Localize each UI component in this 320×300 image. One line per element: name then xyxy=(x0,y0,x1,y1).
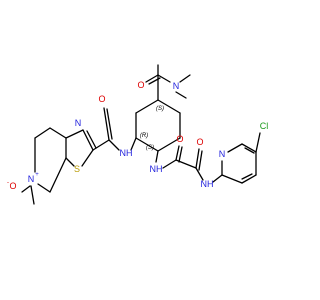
bond-thiazole xyxy=(65,129,84,139)
bond-n-methyl-2 xyxy=(175,91,187,99)
bond-thiazole xyxy=(81,149,94,167)
bond-nh-carbonyl xyxy=(108,139,120,151)
bond-c-nh-pyridine xyxy=(195,167,204,181)
bond-carbonyl-thiazole xyxy=(92,139,110,151)
bond-c-cl xyxy=(255,132,261,153)
bond-c-o-oxal-1 xyxy=(175,145,180,161)
bond-thiazole xyxy=(65,157,75,167)
bond-pyridine xyxy=(241,143,257,153)
bond-pyridine xyxy=(221,174,243,184)
atom-s-thiazole: S xyxy=(74,164,80,174)
atom-n-thiazole: N xyxy=(75,118,82,128)
bond-thpy xyxy=(34,127,51,139)
bond-ring xyxy=(135,137,159,152)
bond-carbonyl-o xyxy=(103,107,110,141)
atom-chlorine: Cl xyxy=(260,121,269,131)
atom-o-oxide-charge: - xyxy=(7,180,9,186)
bond-c-n-dimethyl xyxy=(157,74,171,83)
bond-c-o-oxal-1-double xyxy=(178,146,183,163)
bond-c-o-oxal-2-double xyxy=(198,150,203,171)
atom-o-oxide: O xyxy=(9,181,16,191)
bond-thiazole-double xyxy=(86,130,97,149)
atom-n-oxide: N xyxy=(28,174,35,184)
stereo-label-top: (S) xyxy=(156,106,164,112)
bond-pyridine xyxy=(227,143,243,153)
atom-nh-amide-left: NH xyxy=(120,148,133,158)
bond-carbonyl-o-double xyxy=(106,108,113,140)
bond-ring xyxy=(135,99,159,114)
bond-thiazole xyxy=(82,129,94,151)
bond-pyridine-double xyxy=(244,147,255,154)
atom-n-oxide-charge: + xyxy=(35,172,39,178)
edoxaban-n-oxide-structure: O N O N NH S N + O - NH O O NH N Cl (S) … xyxy=(7,64,269,205)
bond-ring-nh-oxal xyxy=(155,150,159,163)
bond-n-methyl xyxy=(30,185,35,205)
bond-lines xyxy=(21,64,261,205)
bond-n-oxide xyxy=(21,185,31,193)
atom-o-amide-left: O xyxy=(98,94,105,104)
bond-ring xyxy=(157,137,181,152)
bond-n-methyl-1 xyxy=(179,74,191,83)
bond-ring-nh-left xyxy=(130,137,137,151)
bond-c-o-oxal-2 xyxy=(195,148,200,169)
bond-ring xyxy=(157,99,181,114)
bond-pyridine xyxy=(241,174,257,184)
bond-thpy xyxy=(49,127,67,139)
bond-nh-c-oxal-1 xyxy=(162,159,177,169)
atom-nh-ring: NH xyxy=(150,164,163,174)
atom-o-oxalamide-2: O xyxy=(196,137,203,147)
bond-c-o-top-2 xyxy=(145,74,159,83)
stereo-label-middle: (R) xyxy=(140,133,148,139)
bond-thpy xyxy=(37,183,51,193)
bond-thpy xyxy=(49,157,67,193)
atom-o-amide-top: O xyxy=(137,80,144,90)
atom-nh-pyridine: NH xyxy=(201,179,214,189)
atom-o-oxalamide-1: O xyxy=(176,134,183,144)
bond-nh-pyridine-ring xyxy=(212,174,223,183)
bond-pyridine-double xyxy=(241,173,253,180)
bond-oxal-c-c xyxy=(175,159,197,169)
atom-n-dimethyl: N xyxy=(173,81,180,91)
stereo-label-lower: (S) xyxy=(146,145,154,151)
atom-n-pyridine: N xyxy=(219,149,226,159)
